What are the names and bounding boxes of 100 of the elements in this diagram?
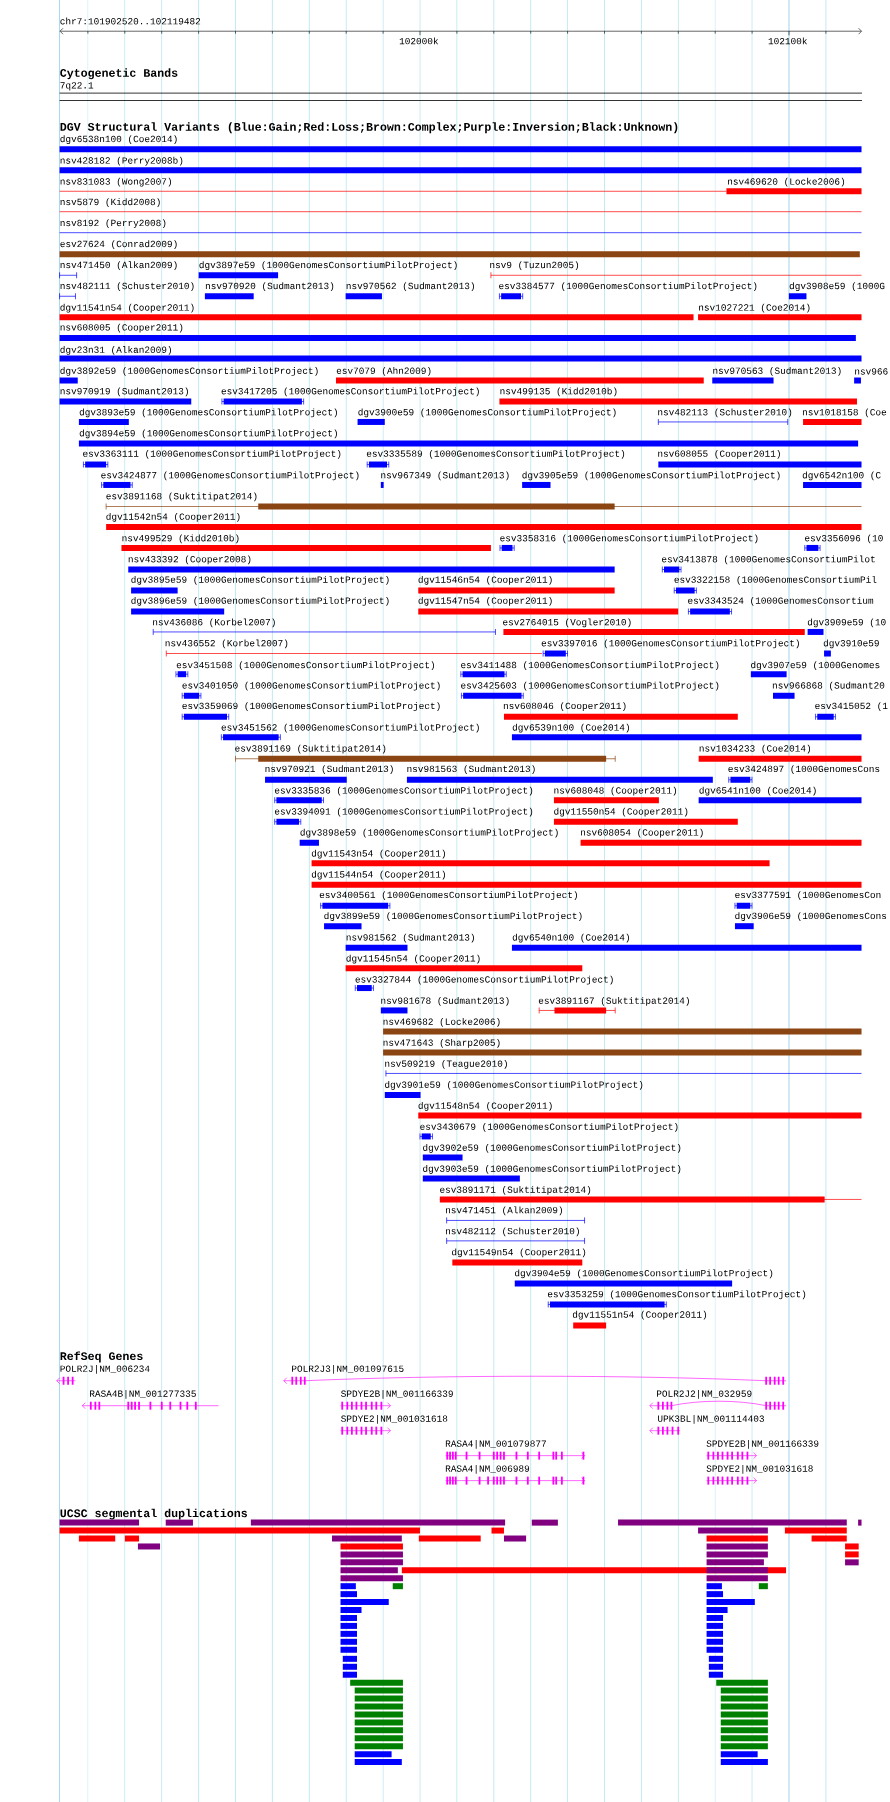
track-label: POLR2J|NM_006234 — [60, 1365, 150, 1374]
track-label: dgv11547n54 (Cooper2011) — [418, 596, 552, 606]
track-label: dgv3903e59 (1000GenomesConsortiumPilotProject) — [423, 1165, 681, 1174]
tick-label: 102100k — [768, 37, 807, 45]
track-label: UPK3BL|NM_001114403 — [658, 1414, 764, 1424]
track-label: esv3377591 (1000GenomesCon — [735, 891, 881, 900]
track-label: esv3397016 (1000GenomesConsortiumPilotProject) — [541, 639, 799, 649]
track-label: nsv499529 (Kidd2010b) — [122, 534, 239, 544]
track-label: dgv3909e59 (10 — [807, 618, 886, 628]
track-label: nsv509219 (Teague2010) — [385, 1060, 507, 1069]
track-label: dgv6542n100 (C — [802, 471, 881, 481]
track-label: SPDYE2B|NM_001166339 — [341, 1390, 453, 1399]
track-label: nsv428182 (Perry2008b) — [60, 156, 183, 166]
track-label: dgv3898e59 (1000GenomesConsortiumPilotProject) — [300, 828, 558, 838]
track-label: nsv471451 (Alkan2009) — [445, 1206, 562, 1216]
track-label: SPDYE2|NM_001031618 — [341, 1414, 448, 1424]
track-label: esv3891169 (Suktitipat2014) — [235, 744, 386, 754]
track-label: POLR2J3|NM_001097615 — [292, 1365, 404, 1374]
track-label: dgv3894e59 (1000GenomesConsortiumPilotProject) — [79, 429, 337, 439]
track-label: SPDYE2B|NM_001166339 — [706, 1439, 819, 1449]
track-label: esv3335589 (1000GenomesConsortiumPilotProject) — [366, 449, 625, 459]
track-label: dgv6539n100 (Coe2014) — [512, 723, 629, 733]
track-label: nsv608054 (Cooper2011) — [581, 828, 703, 838]
track-label: nsv970919 (Sudmant2013) — [60, 387, 188, 397]
track-label: dgv3910e59 — [823, 639, 879, 649]
track-label: esv3384577 (1000GenomesConsortiumPilotProject) — [499, 282, 757, 291]
track-label: nsv482113 (Schuster2010) — [658, 408, 792, 418]
track-label: esv3891168 (Suktitipat2014) — [106, 492, 257, 502]
track-label: dgv3892e59 (1000GenomesConsortiumPilotProject) — [60, 367, 318, 376]
track-label: dgv11546n54 (Cooper2011) — [418, 575, 552, 585]
track-label: RASA4|NM_001079877 — [445, 1439, 546, 1449]
track-label: esv3356096 (10 — [805, 534, 883, 544]
track-label: esv3430679 (1000GenomesConsortiumPilotProject) — [420, 1123, 678, 1132]
track-label: nsv469682 (Locke2006) — [383, 1018, 500, 1027]
track-label: nsv471450 (Alkan2009) — [60, 261, 177, 270]
track-label: nsv967349 (Sudmant2013) — [381, 471, 509, 481]
track-label: nsv471643 (Sharp2005) — [383, 1039, 500, 1048]
track-label: nsv1018158 (Coe — [802, 408, 887, 418]
track-label: nsv970563 (Sudmant2013) — [713, 367, 841, 376]
track-label: esv7079 (Ahn2009) — [336, 367, 431, 376]
track-label: nsv970920 (Sudmant2013) — [205, 282, 334, 291]
track-label: esv3322158 (1000GenomesConsortiumPil — [674, 575, 877, 585]
track-label: nsv966868 (Sudmant20 — [772, 681, 885, 691]
track-label: dgv3905e59 (1000GenomesConsortiumPilotProject) — [522, 471, 780, 481]
track-label: esv3359069 (1000GenomesConsortiumPilotProject) — [182, 702, 440, 711]
track-label: dgv3896e59 (1000GenomesConsortiumPilotProject) — [131, 596, 389, 606]
track-label: nsv1027221 (Coe2014) — [699, 303, 810, 313]
track-label: esv3358316 (1000GenomesConsortiumPilotProject) — [500, 534, 758, 544]
track-label: nsv981563 (Sudmant2013) — [407, 765, 535, 774]
track-label: nsv436086 (Korbel2007) — [153, 618, 275, 628]
track-label: dgv11551n54 (Cooper2011) — [572, 1310, 707, 1320]
track-label: nsv831083 (Wong2007) — [60, 177, 171, 187]
track-label: nsv433392 (Cooper2008) — [128, 555, 251, 565]
track-label: dgv3906e59 (1000GenomesCons — [735, 912, 887, 921]
track-label: esv3394091 (1000GenomesConsortiumPilotProject) — [274, 807, 533, 817]
track-label: dgv3904e59 (1000GenomesConsortiumPilotProject) — [515, 1269, 773, 1279]
track-label: nsv5879 (Kidd2008) — [60, 198, 160, 207]
track-label: dgv3900e59 (1000GenomesConsortiumPilotProject) — [358, 408, 616, 418]
track-label: esv3413878 (1000GenomesConsortiumPilot — [662, 555, 875, 565]
track-label: dgv6540n100 (Coe2014) — [512, 933, 629, 943]
track-label: esv3415052 (1 — [815, 702, 888, 711]
track-label: nsv482112 (Schuster2010) — [445, 1227, 579, 1237]
track-label: esv3451508 (1000GenomesConsortiumPilotProject) — [176, 661, 434, 671]
track-label: nsv608055 (Cooper2011) — [658, 449, 780, 459]
track-label: esv3891171 (Suktitipat2014) — [440, 1186, 591, 1195]
track-label: esv3424877 (1000GenomesConsortiumPilotProject) — [101, 471, 359, 481]
track-title: UCSC segmental duplications — [60, 1508, 247, 1520]
track-label: esv3343524 (1000GenomesConsortium — [688, 596, 874, 606]
track-label: esv27624 (Conrad2009) — [60, 240, 177, 249]
track-label: nsv469620 (Locke2006) — [728, 177, 845, 187]
track-label: dgv6538n100 (Coe2014) — [60, 135, 177, 144]
track-title: DGV Structural Variants (Blue:Gain;Red:Loss;Brown:Complex;Purple:Inversion;Black:Unknown) — [60, 122, 678, 134]
track-label: esv3400561 (1000GenomesConsortiumPilotProject) — [319, 891, 577, 900]
track-label: dgv3893e59 (1000GenomesConsortiumPilotProject) — [79, 408, 337, 418]
track-label: chr7:101902520..102119482 — [60, 17, 201, 25]
track-label: nsv970562 (Sudmant2013) — [346, 282, 474, 291]
track-label: dgv23n31 (Alkan2009) — [60, 346, 171, 355]
track-label: nsv9 (Tuzun2005) — [490, 261, 579, 270]
track-label: nsv608005 (Cooper2011) — [60, 323, 183, 333]
track-label: dgv3901e59 (1000GenomesConsortiumPilotProject) — [385, 1081, 643, 1090]
track-label: esv2764015 (Vogler2010) — [503, 618, 631, 628]
track-label: nsv608048 (Cooper2011) — [554, 786, 677, 796]
track-label: dgv11550n54 (Cooper2011) — [554, 807, 688, 817]
track-label: nsv966 — [855, 368, 888, 375]
track-label: esv3363111 (1000GenomesConsortiumPilotProject) — [83, 449, 341, 459]
track-label: nsv1034233 (Coe2014) — [699, 744, 811, 754]
track-label: dgv11544n54 (Cooper2011) — [311, 870, 445, 880]
tick-label: 102000k — [399, 37, 439, 45]
track-label: dgv3907e59 (1000Genomes — [751, 661, 880, 671]
track-label: esv3335836 (1000GenomesConsortiumPilotProject) — [274, 786, 533, 796]
track-label: dgv11543n54 (Cooper2011) — [311, 849, 445, 859]
track-label: esv3417205 (1000GenomesConsortiumPilotProject) — [221, 387, 479, 397]
track-label: dgv11542n54 (Cooper2011) — [106, 512, 240, 522]
track-label: dgv11548n54 (Cooper2011) — [418, 1102, 552, 1111]
track-label: nsv482111 (Schuster2010) — [60, 282, 194, 291]
track-label: nsv8192 (Perry2008) — [60, 219, 166, 228]
track-label: esv3411488 (1000GenomesConsortiumPilotProject) — [461, 661, 719, 671]
track-label: nsv981678 (Sudmant2013) — [381, 997, 509, 1006]
track-title: RefSeq Genes — [60, 1351, 143, 1363]
track-label: dgv3897e59 (1000GenomesConsortiumPilotProject) — [199, 261, 457, 270]
